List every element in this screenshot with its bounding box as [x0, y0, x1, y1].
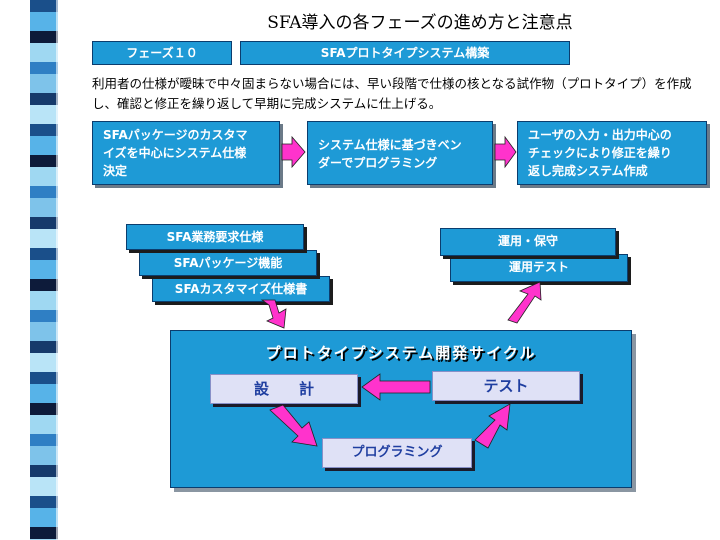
phase-name: SFAプロトタイプシステム構築 [320, 46, 490, 60]
cycle-test-label: テスト [483, 377, 529, 395]
page-title: SFA導入の各フェーズの進め方と注意点 [267, 13, 573, 33]
phase-label-box: フェーズ１０ [92, 41, 232, 65]
binding-stripe [30, 136, 58, 155]
document-business-requirements: SFA業務要求仕様 [126, 224, 304, 250]
binding-stripe [30, 527, 58, 539]
step-1-to-2-arrow [281, 135, 306, 169]
binding-stripe [30, 477, 58, 496]
binding-stripe [30, 124, 58, 136]
binding-stripe [30, 62, 58, 74]
document-business-requirements-label: SFA業務要求仕様 [166, 230, 264, 244]
step-2-line-2: ダーでプログラミング [318, 156, 438, 170]
step-3-line-3: 返し完成システム作成 [528, 164, 648, 178]
document-customize-spec: SFAカスタマイズ仕様書 [152, 276, 330, 302]
step-1-box: SFAパッケージのカスタマ イズを中心にシステム仕様 決定 [92, 121, 280, 185]
documents-to-cycle-arrow [260, 299, 287, 329]
document-package-functions-label: SFAパッケージ機能 [173, 256, 283, 270]
binding-stripe [30, 0, 58, 12]
binding-stripe [30, 446, 58, 465]
step-3-line-1: ユーザの入力・出力中心の [528, 128, 672, 142]
step-2-line-1: システム仕様に基づきベン [318, 138, 462, 152]
binding-stripe [30, 372, 58, 384]
binding-stripe [30, 217, 58, 229]
binding-stripe [30, 12, 58, 31]
cycle-design-label: 設 計 [253, 380, 314, 398]
binding-stripe [30, 279, 58, 291]
binding-stripe [30, 167, 58, 186]
operation-maintenance-label: 運用・保守 [497, 234, 558, 248]
document-package-functions: SFAパッケージ機能 [139, 250, 317, 276]
binding-stripe [30, 291, 58, 310]
phase-name-box: SFAプロトタイプシステム構築 [240, 41, 570, 65]
cycle-test-box: テスト [432, 371, 580, 401]
binding-stripe [30, 403, 58, 415]
phase-label: フェーズ１０ [126, 46, 198, 60]
step-1-line-3: 決定 [103, 164, 128, 178]
binding-stripe [30, 260, 58, 279]
binding-stripe [30, 341, 58, 353]
binding-stripe [30, 74, 58, 93]
programming-to-test-arrow [474, 403, 511, 449]
step-2-to-3-arrow [494, 135, 517, 169]
design-to-programming-arrow [269, 404, 318, 447]
binding-stripe [30, 415, 58, 434]
binding-stripe [30, 384, 58, 403]
binding-stripe [30, 105, 58, 124]
binding-stripe [30, 198, 58, 217]
operation-test-label: 運用テスト [508, 260, 569, 274]
cycle-design-box: 設 計 [210, 374, 358, 404]
step-2-box: システム仕様に基づきベン ダーでプログラミング [307, 121, 493, 185]
document-customize-spec-label: SFAカスタマイズ仕様書 [174, 282, 308, 296]
binding-stripe [30, 229, 58, 248]
operation-maintenance-box: 運用・保守 [440, 228, 616, 256]
cycle-programming-label: プログラミング [351, 445, 443, 460]
binding-stripe [30, 353, 58, 372]
binding-stripe [30, 496, 58, 508]
binding-stripe [30, 508, 58, 527]
binding-stripe [30, 434, 58, 446]
step-1-line-2: イズを中心にシステム仕様 [103, 146, 247, 160]
binding-stripe [30, 31, 58, 43]
test-to-design-arrow [361, 373, 431, 401]
binding-stripe [30, 93, 58, 105]
binding-stripe [30, 43, 58, 62]
step-3-box: ユーザの入力・出力中心の チェックにより修正を繰り 返し完成システム作成 [517, 121, 707, 185]
binding-stripe [30, 322, 58, 341]
step-3-line-2: チェックにより修正を繰り [528, 146, 672, 160]
binding-stripe [30, 310, 58, 322]
binding-stripe [30, 186, 58, 198]
step-1-line-1: SFAパッケージのカスタマ [103, 128, 248, 142]
cycle-to-operations-arrow [507, 281, 542, 324]
binding-stripe [30, 248, 58, 260]
phase-description: 利用者の仕様が曖昧で中々固まらない場合には、早い段階で仕様の核となる試作物（プロ… [92, 76, 692, 111]
binding-stripe [30, 465, 58, 477]
cycle-programming-box: プログラミング [322, 438, 472, 468]
notebook-binding-strip [30, 0, 59, 540]
development-cycle-title: プロトタイプシステム開発サイクル [265, 344, 537, 362]
binding-stripe [30, 155, 58, 167]
